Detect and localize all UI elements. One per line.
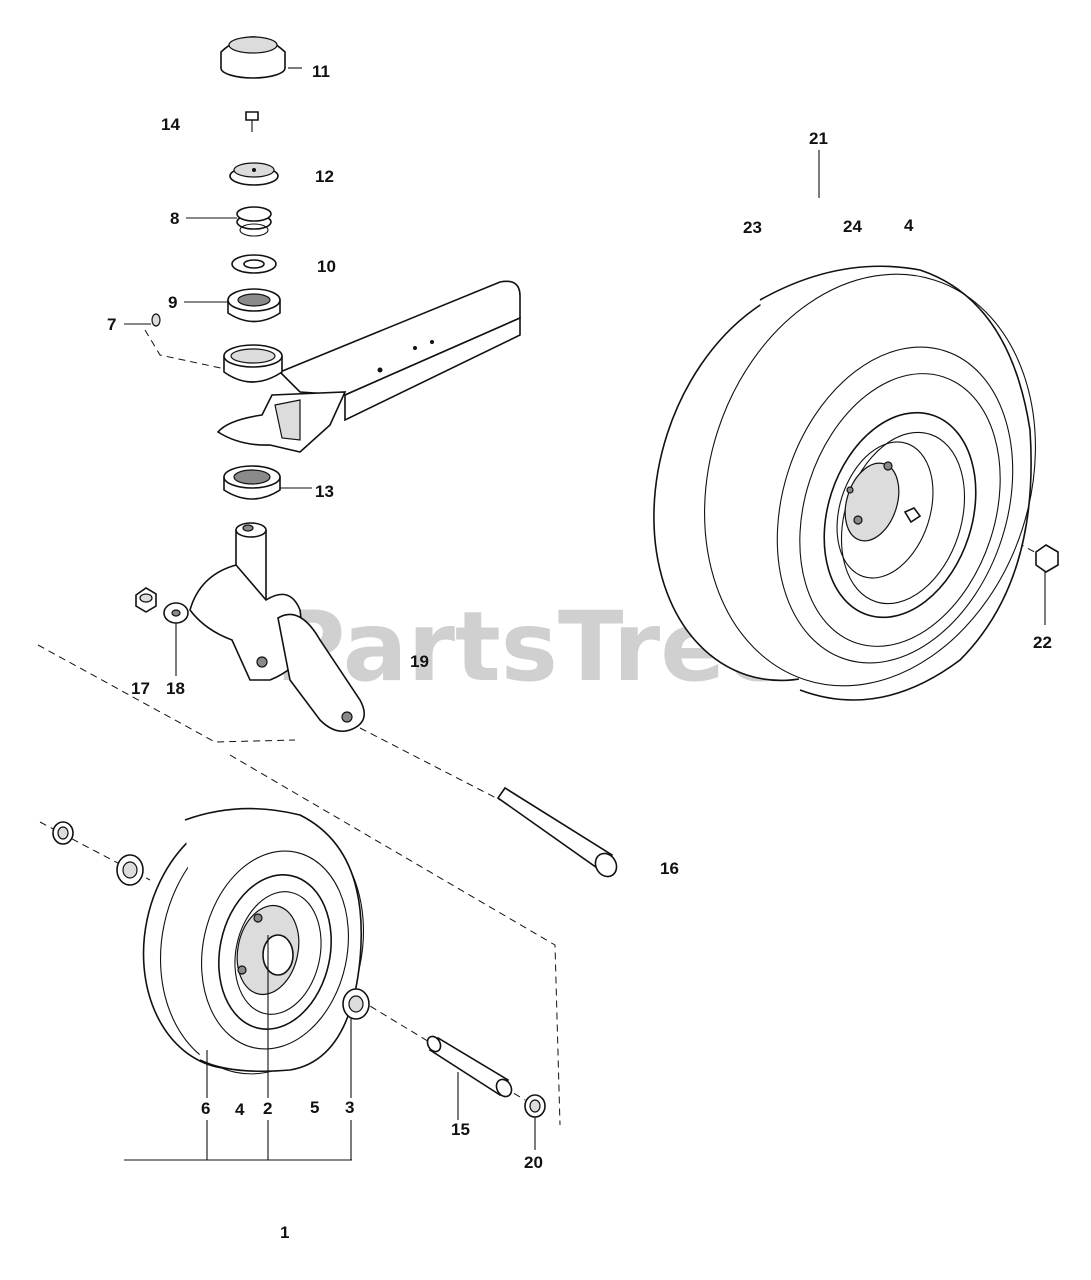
callout-8: 8 [170,209,179,228]
callout-18: 18 [166,679,185,698]
callout-bracket [124,1120,352,1161]
flat-washer-part [163,602,189,624]
callout-13: 13 [315,482,334,501]
callout-12: 12 [315,167,334,186]
callout-19: 19 [410,652,429,671]
callout-24: 24 [843,217,862,236]
grease-fitting-part [151,313,161,327]
callout-5: 5 [310,1098,319,1117]
nut-part [135,587,157,613]
bushing-left-part [116,854,144,886]
callout-11: 11 [312,62,330,81]
callout-16: 16 [660,859,679,878]
axle-spacer-part [426,1035,513,1098]
washer-part [231,254,277,274]
callout-20: 20 [524,1153,543,1172]
dust-cap-part [220,36,286,79]
callout-6: 6 [201,1099,210,1118]
callout-15: 15 [451,1120,470,1139]
callout-2: 2 [263,1099,272,1118]
bearing-top-part [227,288,281,323]
callout-4-caster: 4 [235,1100,245,1119]
spring-part [236,206,272,237]
axle-bolt-part [496,786,618,878]
caster-fork-part [189,522,366,733]
callout-22: 22 [1033,633,1052,652]
callout-9: 9 [168,293,177,312]
callout-14: 14 [161,115,180,134]
callout-4-drive: 4 [904,216,914,235]
callout-23: 23 [743,218,762,237]
caster-wheel-part [142,807,365,1075]
screw-part [245,111,259,132]
spacer-right-part [524,1094,546,1118]
frame-beam-part [216,280,521,453]
callout-1: 1 [280,1223,289,1242]
callout-3: 3 [345,1098,354,1117]
callout-10: 10 [317,257,336,276]
callout-7: 7 [107,315,116,334]
callout-17: 17 [131,679,150,698]
callout-21: 21 [809,129,828,148]
cap-washer-part [229,162,279,186]
spacer-left-part [52,821,74,845]
bearing-wheel-part [342,988,370,1020]
drive-wheel-part [653,265,1036,701]
bearing-bottom-part [223,465,281,500]
lug-nut-part [1035,544,1059,573]
